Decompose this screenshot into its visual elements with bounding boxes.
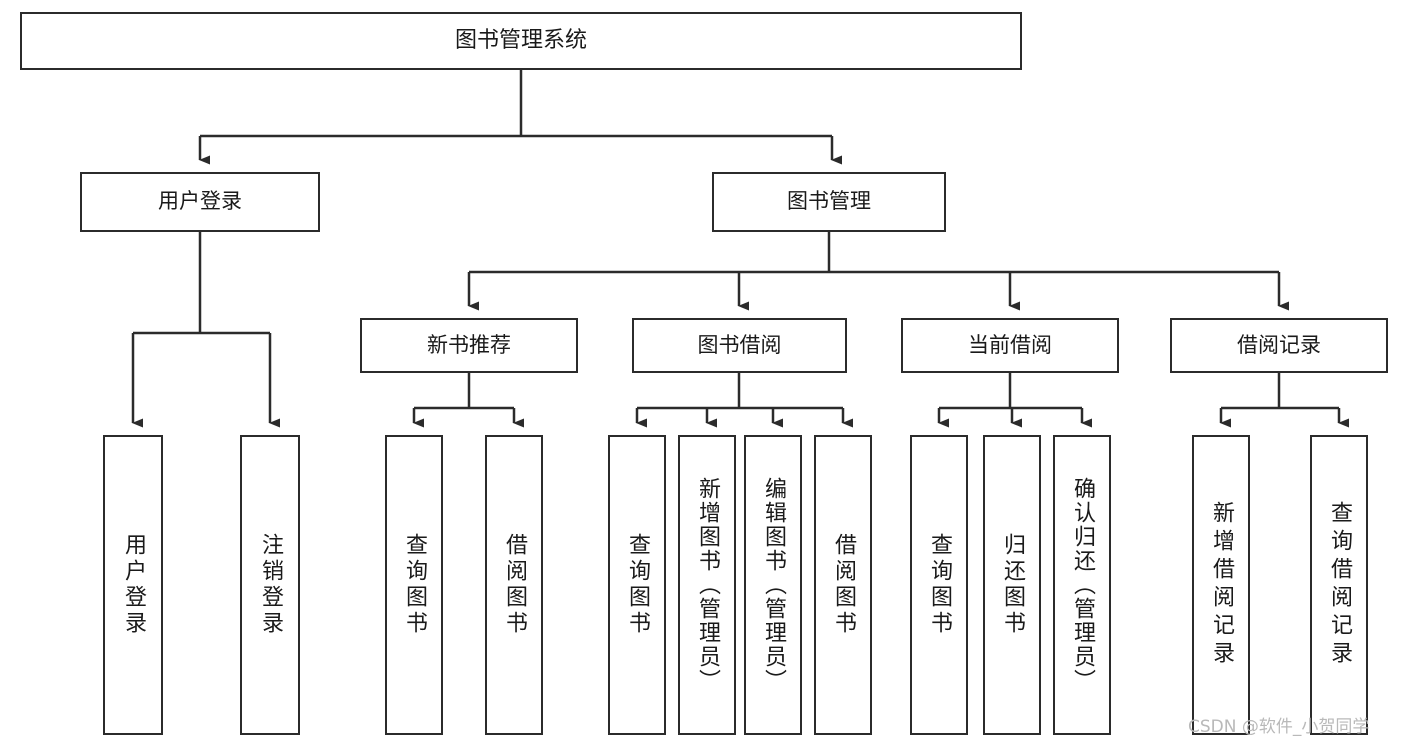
node-leaf-borrow-book-2[interactable]: 借阅图书 [814, 435, 872, 735]
node-book-manage-label: 图书管理 [787, 189, 871, 214]
node-book-borrow[interactable]: 图书借阅 [632, 318, 847, 373]
node-user-login[interactable]: 用户登录 [80, 172, 320, 232]
node-root[interactable]: 图书管理系统 [20, 12, 1022, 70]
node-leaf-add-book-admin[interactable]: 新增图书（管理员） [678, 435, 736, 735]
node-borrow-record-label: 借阅记录 [1237, 332, 1321, 357]
node-leaf-return-book-label: 归还图书 [1000, 533, 1025, 637]
node-leaf-query-book-2[interactable]: 查询图书 [608, 435, 666, 735]
node-leaf-confirm-return-admin[interactable]: 确认归还（管理员） [1053, 435, 1111, 735]
node-leaf-return-book[interactable]: 归还图书 [983, 435, 1041, 735]
node-leaf-user-login-label: 用户登录 [121, 533, 146, 637]
node-book-borrow-label: 图书借阅 [697, 332, 782, 357]
node-leaf-add-borrow-record-label: 新增借阅记录 [1209, 501, 1234, 669]
node-leaf-query-book-3[interactable]: 查询图书 [910, 435, 968, 735]
node-root-label: 图书管理系统 [454, 27, 587, 53]
node-current-borrow-label: 当前借阅 [968, 332, 1052, 357]
node-leaf-logout-login[interactable]: 注销登录 [240, 435, 300, 735]
csdn-watermark: CSDN @软件_小贺同学 [1188, 717, 1370, 737]
node-user-login-label: 用户登录 [158, 189, 242, 214]
node-leaf-query-book-1-label: 查询图书 [402, 533, 427, 637]
node-leaf-add-book-admin-label: 新增图书（管理员） [695, 477, 720, 693]
node-current-borrow[interactable]: 当前借阅 [901, 318, 1119, 373]
node-leaf-confirm-return-admin-label: 确认归还（管理员） [1070, 477, 1095, 693]
node-leaf-logout-login-label: 注销登录 [258, 533, 283, 637]
node-new-book-recommend[interactable]: 新书推荐 [360, 318, 578, 373]
node-leaf-query-borrow-record-label: 查询借阅记录 [1327, 501, 1352, 669]
node-leaf-borrow-book-1-label: 借阅图书 [502, 533, 527, 637]
node-leaf-query-borrow-record[interactable]: 查询借阅记录 [1310, 435, 1368, 735]
node-leaf-user-login[interactable]: 用户登录 [103, 435, 163, 735]
node-leaf-add-borrow-record[interactable]: 新增借阅记录 [1192, 435, 1250, 735]
node-leaf-borrow-book-2-label: 借阅图书 [831, 533, 856, 637]
node-leaf-query-book-2-label: 查询图书 [625, 533, 650, 637]
node-leaf-borrow-book-1[interactable]: 借阅图书 [485, 435, 543, 735]
node-leaf-edit-book-admin[interactable]: 编辑图书（管理员） [744, 435, 802, 735]
node-leaf-query-book-3-label: 查询图书 [927, 533, 952, 637]
node-new-book-recommend-label: 新书推荐 [427, 332, 511, 357]
node-book-manage[interactable]: 图书管理 [712, 172, 946, 232]
node-leaf-query-book-1[interactable]: 查询图书 [385, 435, 443, 735]
node-leaf-edit-book-admin-label: 编辑图书（管理员） [761, 477, 786, 693]
node-borrow-record[interactable]: 借阅记录 [1170, 318, 1388, 373]
